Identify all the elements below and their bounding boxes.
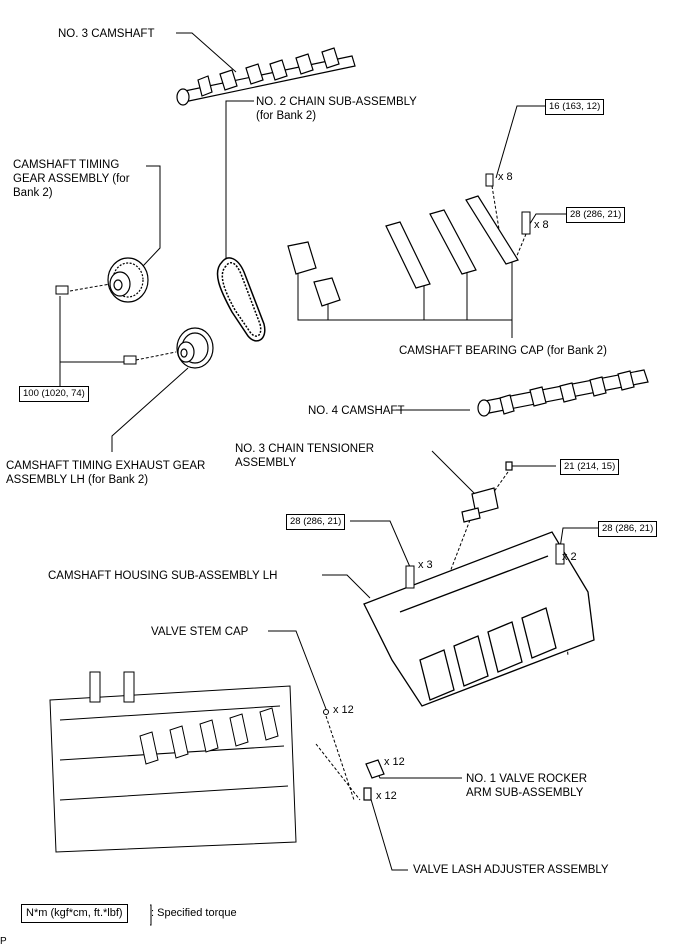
bearing-caps-drawing <box>287 195 519 307</box>
corner-mark: P <box>0 936 7 947</box>
leader-lash-adjuster <box>369 795 408 871</box>
qty-bearing-bolts-a: x 8 <box>498 171 513 183</box>
torque-box-28-right: 28 (286, 21) <box>598 521 658 537</box>
qty-bearing-bolts-b: x 8 <box>534 219 549 231</box>
label-lash-adjuster: VALVE LASH ADJUSTER ASSEMBLY <box>413 864 609 876</box>
no4-camshaft-drawing <box>477 369 649 417</box>
engine-block-drawing <box>49 671 297 853</box>
valve-stem-cap-drawing <box>323 709 329 715</box>
qty-rocker-arm: x 12 <box>384 756 405 768</box>
label-timing-gear-line3: Bank 2) <box>13 187 53 199</box>
label-timing-gear-line1: CAMSHAFT TIMING <box>13 159 120 171</box>
housing-bolts <box>405 543 565 589</box>
legend-bracket <box>150 904 152 926</box>
timing-gear-bolt <box>55 285 69 295</box>
leader-housing <box>322 574 371 599</box>
camshaft-housing-drawing <box>363 531 595 707</box>
label-timing-gear-line2: GEAR ASSEMBLY (for <box>13 173 130 185</box>
leader-timing-gear <box>142 165 161 267</box>
torque-box-16: 16 (163, 12) <box>545 99 605 115</box>
leader-rocker-arm <box>375 769 462 779</box>
torque-box-21: 21 (214, 15) <box>560 459 620 475</box>
bearing-cap-bolts <box>485 173 531 235</box>
legend-unit: N*m (kgf*cm, ft.*lbf) <box>21 904 128 923</box>
leader-torque-16 <box>495 105 545 179</box>
leader-no2-chain <box>225 100 254 258</box>
label-no2-chain-line1: NO. 2 CHAIN SUB-ASSEMBLY <box>256 96 417 108</box>
leader-torque-100 <box>59 296 127 363</box>
leader-valve-stem-cap <box>268 630 327 710</box>
label-exhaust-gear-line2: ASSEMBLY LH (for Bank 2) <box>6 474 149 486</box>
exhaust-gear-drawing <box>176 327 214 369</box>
label-rocker-arm-line2: ARM SUB-ASSEMBLY <box>466 787 584 799</box>
leader-torque-28-mid <box>350 520 411 568</box>
label-bearing-cap: CAMSHAFT BEARING CAP (for Bank 2) <box>399 345 607 357</box>
qty-valve-stem-cap: x 12 <box>333 704 354 716</box>
rocker-arm-drawing <box>365 759 385 779</box>
label-rocker-arm-line1: NO. 1 VALVE ROCKER <box>466 773 587 785</box>
torque-box-100: 100 (1020, 74) <box>19 386 89 402</box>
label-tensioner-line2: ASSEMBLY <box>235 457 297 469</box>
torque-box-28-top: 28 (286, 21) <box>566 207 626 223</box>
qty-housing-bolts-a: x 3 <box>418 559 433 571</box>
no3-camshaft-drawing <box>176 47 356 106</box>
label-housing: CAMSHAFT HOUSING SUB-ASSEMBLY LH <box>48 570 278 582</box>
torque-box-28-mid: 28 (286, 21) <box>286 514 346 530</box>
lash-adjuster-drawing <box>363 787 372 801</box>
timing-gear-drawing <box>107 257 149 303</box>
label-exhaust-gear-line1: CAMSHAFT TIMING EXHAUST GEAR <box>6 460 206 472</box>
qty-lash-adjuster: x 12 <box>376 790 397 802</box>
leader-no3-camshaft <box>176 32 237 73</box>
exhaust-gear-bolt <box>123 355 137 365</box>
label-tensioner-line1: NO. 3 CHAIN TENSIONER <box>235 443 375 455</box>
no2-chain-drawing <box>216 257 266 342</box>
legend-meaning: : Specified torque <box>151 907 237 919</box>
label-no4-camshaft: NO. 4 CAMSHAFT <box>308 405 405 417</box>
leader-tensioner <box>431 450 477 496</box>
leader-bearing-caps <box>297 268 513 338</box>
leader-exhaust-gear <box>111 367 189 452</box>
qty-housing-bolts-b: x 2 <box>562 551 577 563</box>
label-valve-stem-cap: VALVE STEM CAP <box>151 626 249 638</box>
label-no3-camshaft: NO. 3 CAMSHAFT <box>58 28 155 40</box>
chain-tensioner-drawing <box>461 461 513 523</box>
label-no2-chain-line2: (for Bank 2) <box>256 110 317 122</box>
leader-torque-28-right <box>559 527 598 549</box>
